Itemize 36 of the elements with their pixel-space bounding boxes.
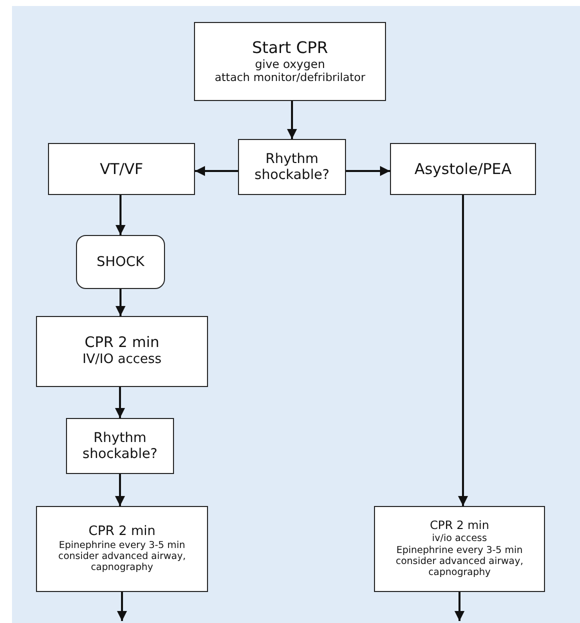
box-heading: Rhythm shockable? (254, 150, 330, 184)
box-text: consider advanced airway, capnography (394, 556, 524, 579)
process-box (36, 316, 208, 387)
arrow (116, 195, 126, 235)
action-box (76, 235, 165, 289)
process-box (390, 143, 536, 195)
box-heading: Start CPR (252, 38, 328, 58)
arrow (287, 101, 297, 139)
arrow (195, 166, 238, 176)
arrow (115, 387, 125, 418)
arrow (454, 592, 464, 621)
box-text: iv/io access (432, 533, 487, 544)
box-text: attach monitor/defribrilator (214, 71, 366, 85)
process-box (36, 506, 208, 592)
box-heading: Rhythm shockable? (82, 430, 158, 462)
process-box (66, 418, 174, 474)
box-text: IV/IO access (82, 352, 162, 368)
box-heading: CPR 2 min (430, 519, 490, 534)
box-heading: Asystole/PEA (414, 160, 512, 178)
process-box (48, 143, 195, 195)
box-text: Epinephrine every 3-5 min (58, 540, 186, 552)
arrow (346, 166, 390, 176)
arrow (458, 195, 468, 506)
arrow (115, 474, 125, 506)
arrow (117, 592, 127, 621)
box-heading: VT/VF (100, 160, 144, 178)
arrow (116, 289, 126, 316)
box-heading: CPR 2 min (84, 335, 160, 352)
process-box (374, 506, 545, 592)
process-box (238, 139, 346, 195)
process-box (194, 22, 386, 101)
box-text: consider advanced airway, capnography (57, 551, 187, 574)
box-heading: CPR 2 min (88, 524, 156, 540)
box-text: Epinephrine every 3-5 min (396, 544, 523, 556)
box-text: give oxygen (255, 58, 325, 72)
box-heading: SHOCK (96, 254, 144, 270)
